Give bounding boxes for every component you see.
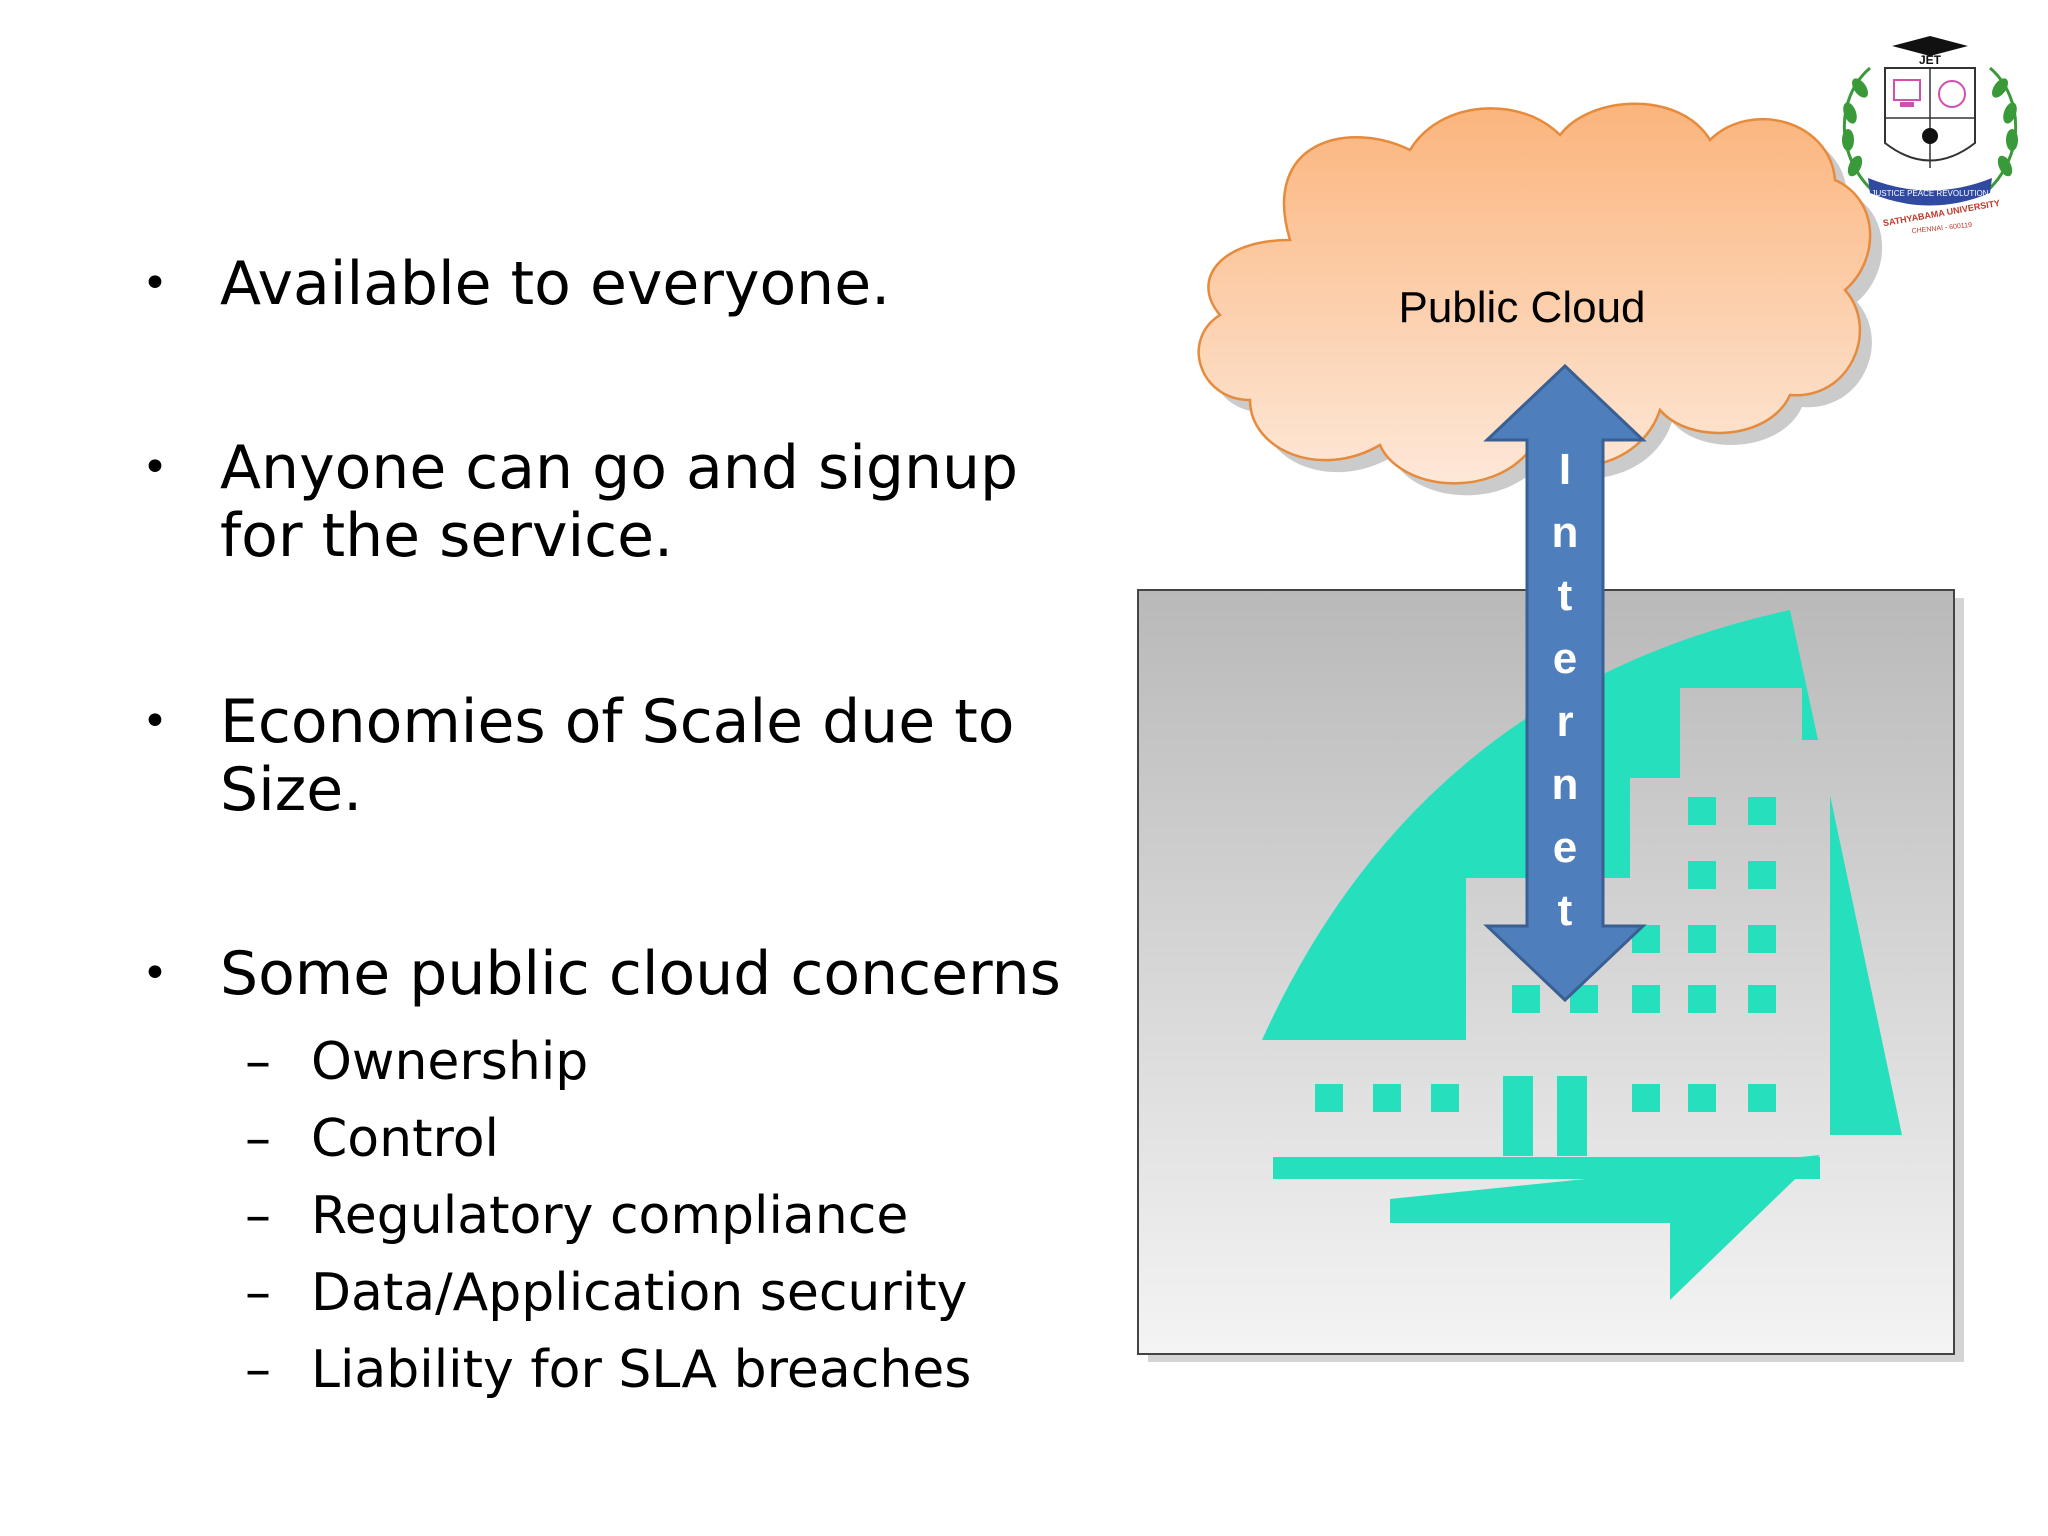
window — [1748, 861, 1776, 889]
window — [1688, 1084, 1716, 1112]
arrow-letter: t — [1558, 886, 1573, 935]
bullet-text: Some public cloud concerns — [220, 939, 1061, 1009]
arrow-letter: t — [1558, 571, 1573, 620]
laurel-leaves — [1842, 78, 2018, 177]
leaf — [1842, 129, 1854, 151]
arrow-letter: e — [1553, 823, 1577, 872]
sub-bullet-text: Liability for SLA breaches — [311, 1340, 972, 1400]
building-icon — [1262, 610, 1902, 1300]
sub-bullet-text: Regulatory compliance — [311, 1186, 909, 1246]
leaf — [1997, 155, 2013, 177]
bullet-marker: • — [142, 442, 168, 493]
satellite-dish-icon — [1938, 80, 1966, 108]
window — [1431, 1084, 1459, 1112]
leaf — [2003, 102, 2017, 124]
dash-marker: – — [245, 1109, 271, 1169]
public-cloud: Public Cloud — [1197, 102, 1883, 496]
window — [1373, 1084, 1401, 1112]
bullet-line: Anyone can go and signup — [220, 433, 1019, 503]
window — [1748, 1084, 1776, 1112]
graduation-cap-icon — [1892, 36, 1968, 56]
building-side-shape — [1830, 795, 1902, 1135]
bullet-line: Economies of Scale due to — [220, 687, 1015, 757]
sub-bullet-text: Control — [311, 1109, 499, 1169]
university-logo: JET JUSTICE PEACE REVOLUTION SATHYABAMA … — [1842, 36, 2018, 235]
bullet-text: Available to everyone. — [220, 249, 891, 319]
window — [1632, 985, 1660, 1013]
window — [1632, 1084, 1660, 1112]
arrow-letter: n — [1552, 760, 1579, 809]
window — [1748, 925, 1776, 953]
window — [1315, 1084, 1343, 1112]
internet-arrow: I n t e r n e t — [1483, 363, 1647, 1003]
dash-marker: – — [245, 1340, 271, 1400]
sub-bullet-text: Data/Application security — [311, 1263, 968, 1323]
arrow-letter: e — [1553, 634, 1577, 683]
window — [1688, 861, 1716, 889]
computer-icon — [1893, 79, 1921, 101]
leaf — [1852, 78, 1868, 98]
building-base-tail — [1390, 1155, 1820, 1300]
logo-ribbon — [1868, 178, 1992, 206]
window — [1688, 925, 1716, 953]
leaf — [1847, 155, 1863, 177]
bullet-text: Economies of Scale due to Size. — [220, 688, 1014, 824]
gear-icon — [1922, 128, 1938, 144]
logo-top-text: JET — [1919, 53, 1942, 67]
cloud-label: Public Cloud — [1398, 283, 1645, 332]
dash-marker: – — [245, 1186, 271, 1246]
bullet-text: Anyone can go and signup for the service… — [220, 434, 1018, 570]
logo-city-text: CHENNAI - 600119 — [1911, 222, 1972, 235]
cloud-shape — [1197, 102, 1872, 485]
leaf — [1992, 78, 2008, 98]
window — [1688, 797, 1716, 825]
bullet-marker: • — [142, 696, 168, 747]
leaf — [1843, 102, 1857, 124]
bullet-line: Size. — [220, 755, 363, 825]
arrow-label: I n t e r n e t — [1552, 445, 1579, 935]
computer-stand-icon — [1900, 102, 1914, 107]
bullet-line: for the service. — [220, 501, 674, 571]
window — [1688, 985, 1716, 1013]
sub-bullet-text: Ownership — [311, 1032, 589, 1092]
dash-marker: – — [245, 1032, 271, 1092]
arrow-letter: n — [1552, 508, 1579, 557]
arrow-shape — [1483, 363, 1647, 1003]
window — [1748, 985, 1776, 1013]
arrow-letter: r — [1556, 697, 1573, 746]
leaf — [2006, 129, 2018, 151]
bullet-marker: • — [142, 258, 168, 309]
window — [1512, 985, 1540, 1013]
window — [1748, 797, 1776, 825]
logo-ribbon-text: JUSTICE PEACE REVOLUTION — [1872, 189, 1989, 198]
building-column — [1557, 1076, 1587, 1156]
building-column — [1503, 1076, 1533, 1156]
dash-marker: – — [245, 1263, 271, 1323]
arrow-letter: I — [1559, 445, 1571, 494]
bullet-marker: • — [142, 948, 168, 999]
